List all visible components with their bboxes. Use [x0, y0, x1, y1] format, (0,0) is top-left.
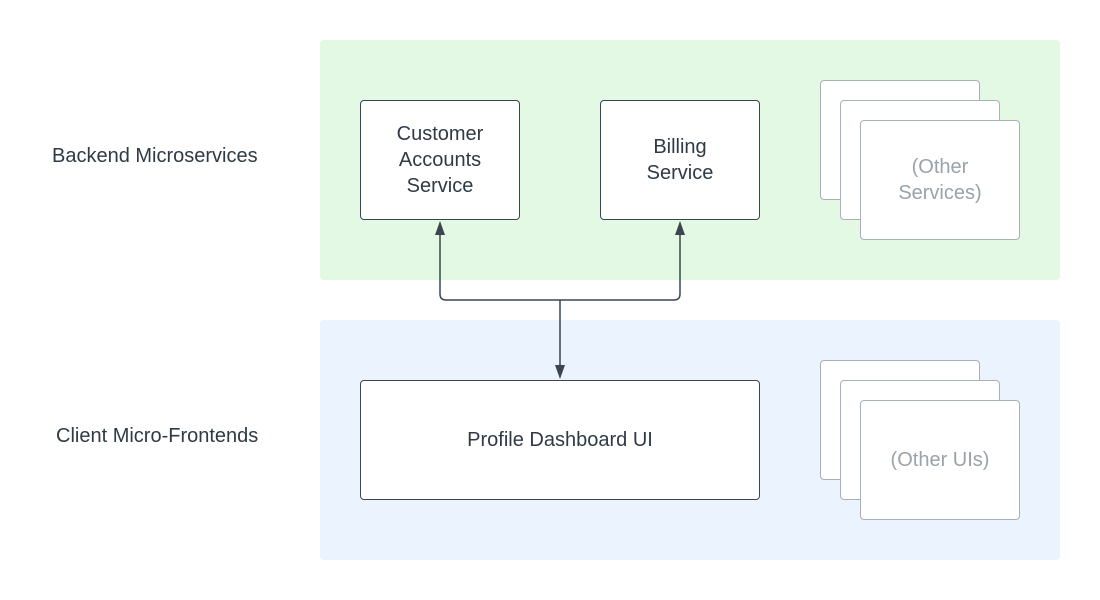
backend-row-label: Backend Microservices [52, 145, 258, 167]
arrowhead-billing [675, 221, 685, 235]
profile-dashboard-ui-box[interactable]: Profile Dashboard UI [360, 380, 760, 500]
arrowhead-customer-accounts [435, 221, 445, 235]
customer-accounts-service-box[interactable]: Customer Accounts Service [360, 100, 520, 220]
other-services-box[interactable]: (Other Services) [860, 120, 1020, 240]
billing-service-box[interactable]: Billing Service [600, 100, 760, 220]
connector-to-billing [560, 234, 681, 301]
other-uis-box[interactable]: (Other UIs) [860, 400, 1020, 520]
arrowhead-profile-dashboard [555, 365, 565, 379]
frontend-row-label: Client Micro-Frontends [56, 425, 259, 447]
connector-to-customer-accounts [439, 234, 560, 301]
